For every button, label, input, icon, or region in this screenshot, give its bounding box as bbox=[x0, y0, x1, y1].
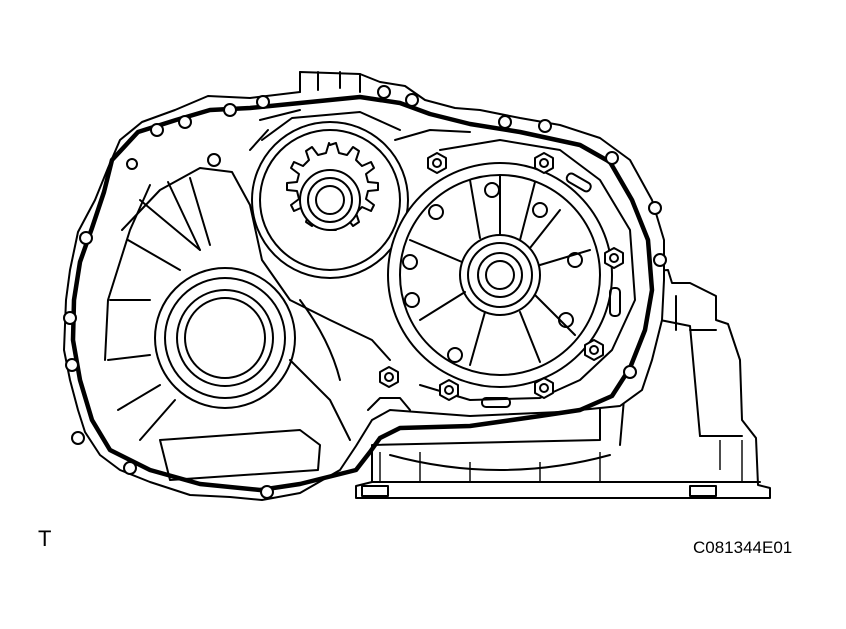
input-shaft-gear bbox=[251, 111, 409, 279]
corner-mark: T bbox=[38, 526, 52, 551]
differential-bore bbox=[104, 167, 391, 481]
flange-bolt-holes bbox=[63, 85, 667, 499]
clutch-assembly bbox=[387, 139, 636, 408]
case-details bbox=[249, 109, 471, 411]
figure-code: C081344E01 bbox=[693, 538, 793, 557]
transaxle-housing-extension bbox=[355, 269, 771, 499]
hex-bolts bbox=[379, 152, 624, 401]
